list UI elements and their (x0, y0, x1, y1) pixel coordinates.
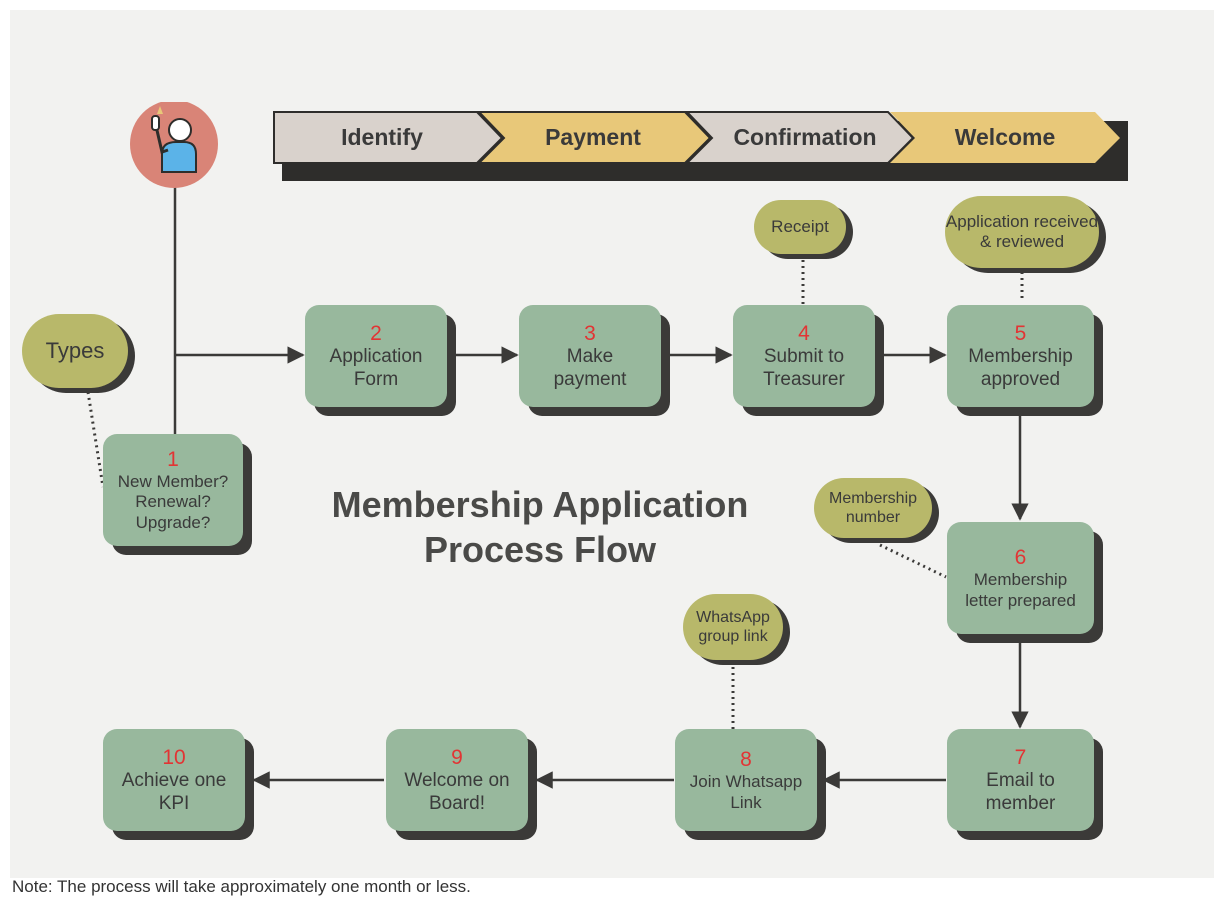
stage-label-payment: Payment (545, 124, 641, 150)
dotted-link-membership-number (879, 543, 947, 579)
step-7-number: 7 (1014, 745, 1027, 769)
step-3-number: 3 (584, 321, 596, 345)
note-membership-number: Membership number (814, 478, 932, 538)
step-7-label: Email to member (985, 769, 1056, 814)
step-7: 7 Email to member (947, 729, 1094, 831)
step-6-number: 6 (1014, 546, 1027, 570)
step-6: 6 Membership letter prepared (947, 522, 1094, 634)
step-5-label: Membership approved (968, 345, 1073, 390)
step-3: 3 Make payment (519, 305, 661, 407)
step-5: 5 Membership approved (947, 305, 1094, 407)
stage-welcome (890, 112, 1120, 163)
note-whatsapp-link: WhatsApp group link (683, 594, 783, 660)
note-types: Types (22, 314, 128, 388)
step-6-label: Membership letter prepared (965, 570, 1076, 610)
step-1: 1 New Member? Renewal? Upgrade? (103, 434, 243, 546)
step-3-label: Make payment (553, 345, 627, 390)
stage-identify (273, 111, 504, 164)
dotted-link-types (86, 391, 105, 488)
stage-label-identify: Identify (341, 124, 423, 150)
step-8-label: Join Whatsapp Link (689, 772, 803, 812)
person-raising-hand-icon (130, 102, 218, 188)
step-4-number: 4 (798, 321, 810, 345)
step-9-number: 9 (451, 745, 463, 769)
step-10-number: 10 (162, 745, 186, 769)
note-receipt: Receipt (754, 200, 846, 254)
step-8-number: 8 (740, 748, 752, 772)
step-4-label: Submit to Treasurer (763, 345, 845, 390)
footer-note: Note: The process will take approximatel… (12, 877, 471, 896)
step-9-label: Welcome on Board! (404, 769, 510, 814)
step-8: 8 Join Whatsapp Link (675, 729, 817, 831)
stage-confirmation (684, 111, 915, 164)
step-1-number: 1 (167, 447, 179, 471)
step-2-label: Application Form (329, 345, 423, 390)
step-2: 2 Application Form (305, 305, 447, 407)
step-4: 4 Submit to Treasurer (733, 305, 875, 407)
step-2-number: 2 (370, 321, 382, 345)
step-10: 10 Achieve one KPI (103, 729, 245, 831)
step-10-label: Achieve one KPI (121, 769, 227, 814)
step-5-number: 5 (1014, 321, 1027, 345)
note-application-received: Application received & reviewed (945, 196, 1099, 268)
stage-label-welcome: Welcome (955, 124, 1056, 150)
stage-label-confirmation: Confirmation (733, 124, 876, 150)
step-1-label: New Member? Renewal? Upgrade? (117, 472, 229, 532)
stage-payment (476, 111, 712, 164)
step-9: 9 Welcome on Board! (386, 729, 528, 831)
diagram-title: Membership Application Process Flow (331, 484, 749, 570)
